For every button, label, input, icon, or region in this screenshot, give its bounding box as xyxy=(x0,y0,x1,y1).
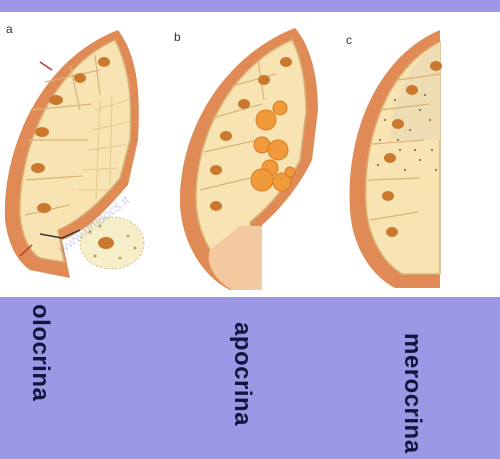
panel-marker-b: b xyxy=(174,30,181,44)
label-apocrina: apocrina xyxy=(228,322,256,426)
label-merocrina: merocrina xyxy=(398,333,426,454)
panel-marker-c: c xyxy=(346,33,352,47)
merocrine-gland xyxy=(350,30,442,288)
panel-marker-a: a xyxy=(6,22,13,36)
label-olocrina: olocrina xyxy=(26,304,54,401)
apocrine-gland xyxy=(180,28,318,290)
